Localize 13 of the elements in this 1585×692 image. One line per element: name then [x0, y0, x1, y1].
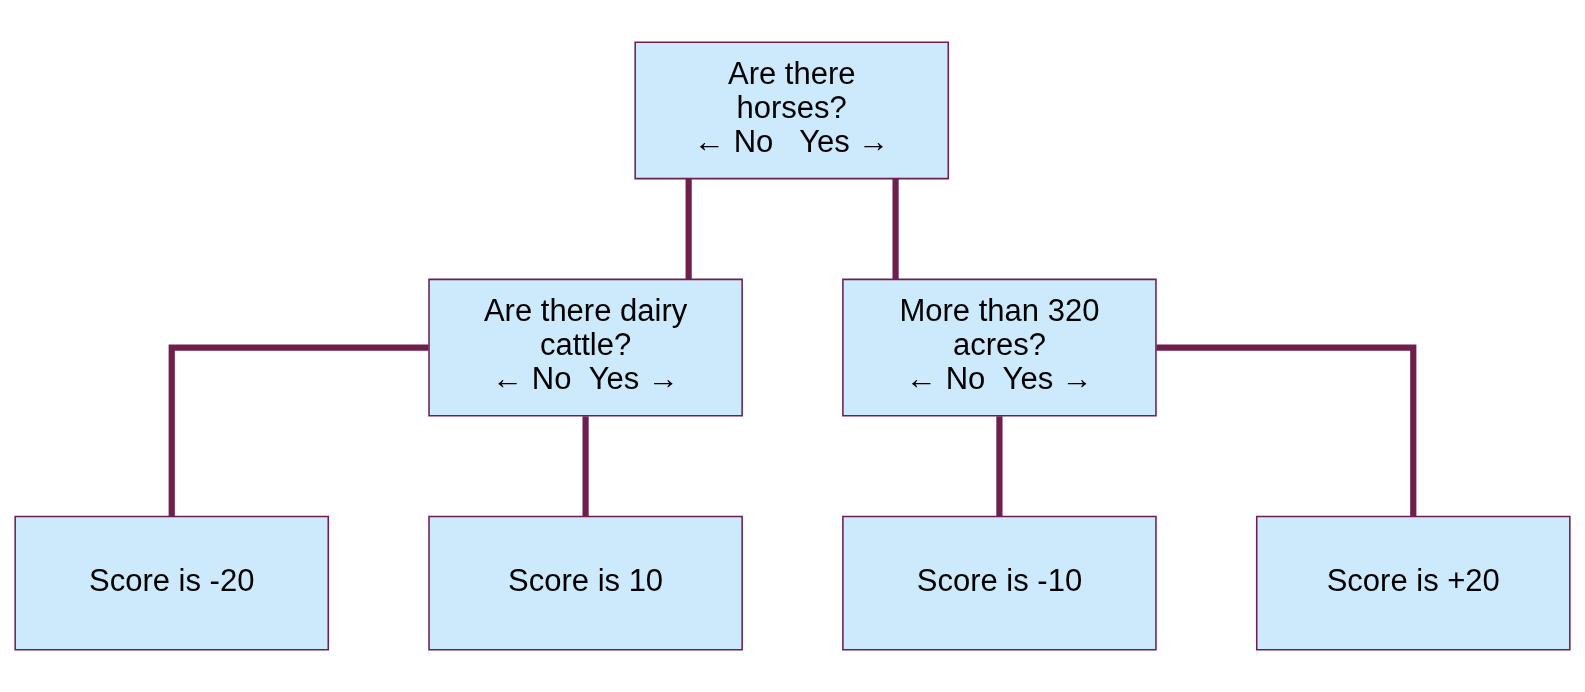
connector — [685, 179, 692, 280]
node-box: Are there horses? ← No Yes → — [634, 41, 950, 180]
connector — [892, 179, 899, 280]
connector — [582, 416, 589, 517]
node-box: Score is -20 — [14, 515, 330, 651]
node-box: Score is +20 — [1255, 515, 1571, 651]
node-box: More than 320 acres? ← No Yes → — [842, 278, 1157, 417]
connector — [168, 344, 429, 517]
node-box: Are there dairy cattle? ← No Yes → — [428, 278, 743, 417]
connector — [996, 416, 1003, 517]
node-box: Score is -10 — [842, 515, 1157, 651]
connector — [1156, 344, 1417, 517]
node-box: Score is 10 — [428, 515, 743, 651]
